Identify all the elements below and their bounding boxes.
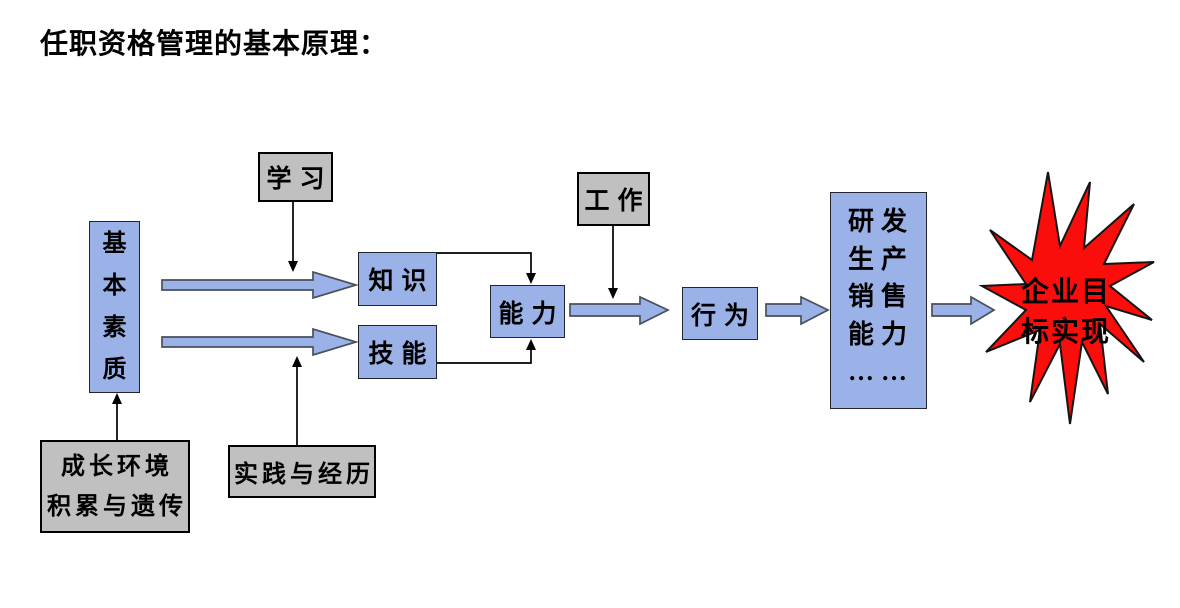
arrow-ability-to-behavior [569,295,670,326]
node-work-label: 工作 [584,188,651,215]
node-company-capability: 研发 生产 销售 能力 …… [830,192,927,409]
capability-line-ability: 能力 [848,319,915,349]
node-learning-label: 学习 [266,166,333,193]
goal-line1: 企业目 [1020,277,1111,308]
capability-line-production: 生产 [848,244,915,274]
arrow-behavior-to-capability [765,295,830,326]
node-practice-experience-label: 实践与经历 [234,462,374,488]
arrow-basicquality-to-skill [161,327,359,357]
capability-line-ellipsis: …… [848,357,914,386]
node-behavior: 行为 [682,287,758,340]
node-growth-environment: 成长环境 积累与遗传 [40,440,190,533]
arrow-basicquality-to-knowledge [161,270,359,300]
connector-skill-to-ability [437,339,536,364]
page-title: 任职资格管理的基本原理： [40,27,389,60]
node-ability: 能力 [490,285,565,338]
node-practice-experience: 实践与经历 [228,445,376,498]
node-learning: 学习 [258,152,333,202]
node-behavior-label: 行为 [691,302,758,330]
connector-learning-down-arrow [288,202,298,272]
node-basic-quality: 基本素质 [89,221,140,393]
capability-line-rnd: 研发 [848,207,915,236]
node-growth-environment-line2: 积累与遗传 [47,493,187,520]
node-basic-quality-label: 基本素质 [102,231,127,383]
connector-knowledge-to-ability [437,252,536,284]
node-work: 工作 [577,172,650,226]
node-skill-label: 技能 [368,341,435,368]
node-knowledge: 知识 [358,252,437,306]
node-knowledge-label: 知识 [368,268,435,295]
goal-starburst-shape [978,171,1155,425]
connector-work-down-arrow [608,226,618,299]
connector-growthenv-up-arrow [112,393,122,440]
node-growth-environment-line1: 成长环境 [61,453,173,480]
goal-line2: 标实现 [1020,317,1111,348]
connector-practice-up-arrow [292,356,302,445]
capability-line-sales: 销售 [848,282,915,311]
arrow-capability-to-goal [931,295,996,326]
node-goal-achievement: 企业目 标实现 [1000,273,1132,353]
node-ability-label: 能力 [498,300,565,328]
node-skill: 技能 [358,325,437,379]
